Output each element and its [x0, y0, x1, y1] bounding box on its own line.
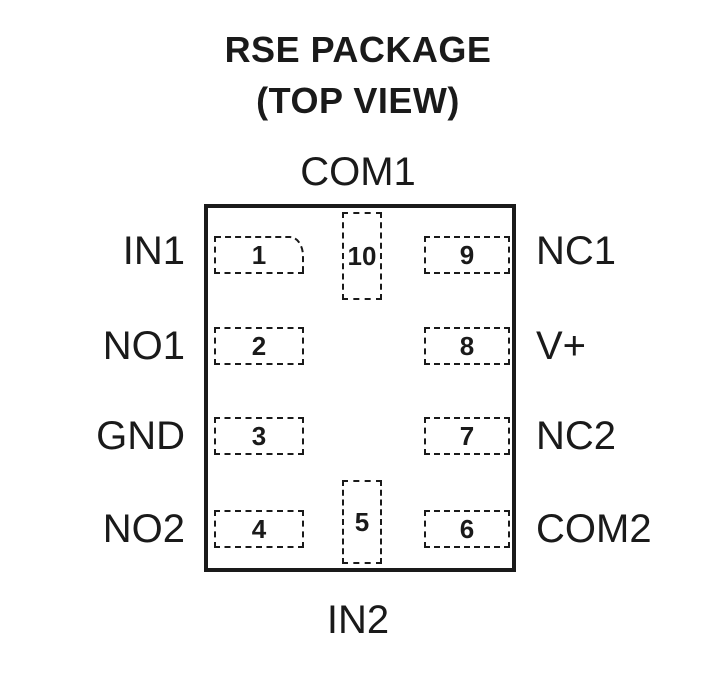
pin-number-1: 1 — [251, 240, 267, 270]
pad-pin-9: 9 — [424, 236, 510, 274]
package-title-line1: RSE PACKAGE — [224, 29, 492, 70]
pin-label-in2: IN2 — [326, 598, 390, 642]
pin-label-vplus: V+ — [536, 324, 587, 368]
pin-label-no2: NO2 — [102, 507, 185, 551]
pin-number-5: 5 — [354, 507, 370, 537]
package-title-line2: (TOP VIEW) — [256, 80, 460, 121]
pin-number-2: 2 — [251, 331, 267, 361]
pad-pin-5: 5 — [342, 480, 382, 564]
pad-pin-6: 6 — [424, 510, 510, 548]
pin-number-6: 6 — [459, 514, 475, 544]
package-outline: 1 2 3 4 5 6 7 8 9 10 — [204, 204, 516, 572]
pin-label-in1: IN1 — [122, 229, 185, 273]
pin-number-9: 9 — [459, 240, 475, 270]
pin-label-com2: COM2 — [536, 507, 652, 551]
pin-number-3: 3 — [251, 421, 267, 451]
pad-pin-2: 2 — [214, 327, 304, 365]
pin-label-com1: COM1 — [300, 150, 416, 194]
pin-number-7: 7 — [459, 421, 475, 451]
pad-pin-3: 3 — [214, 417, 304, 455]
pad-pin-4: 4 — [214, 510, 304, 548]
pad-pin-10: 10 — [342, 212, 382, 300]
pin-number-10: 10 — [347, 241, 377, 271]
pin-label-no1: NO1 — [102, 324, 185, 368]
pin-label-nc2: NC2 — [536, 414, 617, 458]
pad-pin-1: 1 — [214, 236, 304, 274]
pin-number-4: 4 — [251, 514, 267, 544]
pad-pin-8: 8 — [424, 327, 510, 365]
pin-number-8: 8 — [459, 331, 475, 361]
pad-pin-7: 7 — [424, 417, 510, 455]
pin-label-gnd: GND — [96, 414, 185, 458]
pin-label-nc1: NC1 — [536, 229, 617, 273]
